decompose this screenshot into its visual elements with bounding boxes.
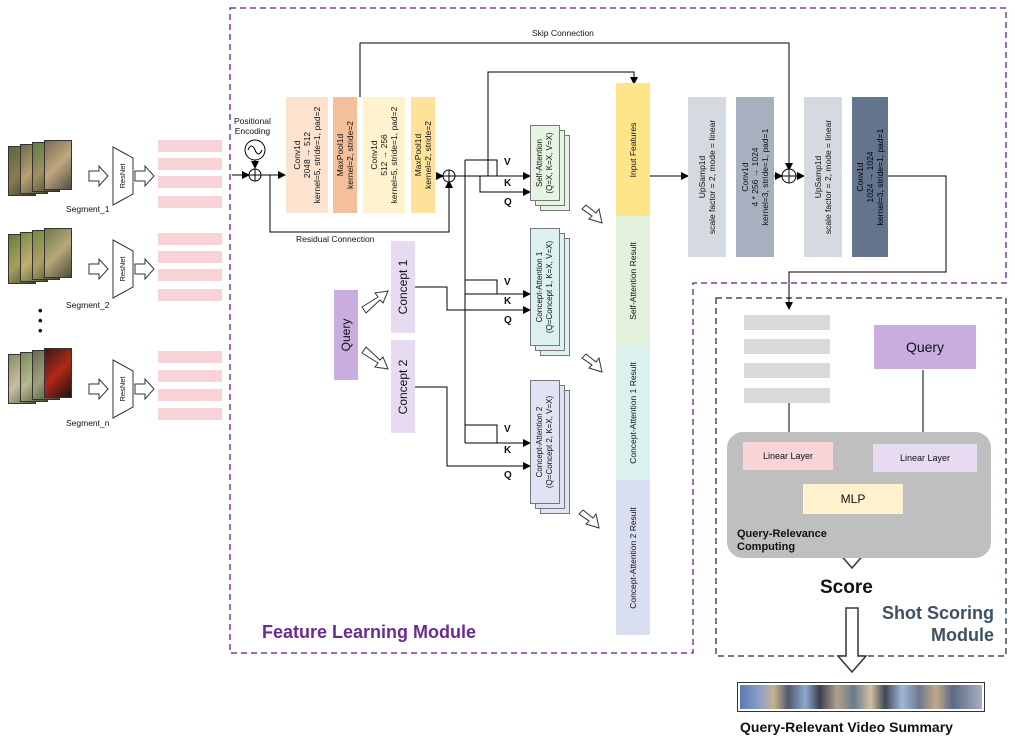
video-summary-caption: Query-Relevant Video Summary [740,719,953,735]
input-features-block: Input Features [616,83,650,216]
video-summary-strip [737,682,985,712]
segment-2-label: Segment_2 [66,300,110,310]
segment-1-resnet-label: ResNet [118,163,127,189]
q-label-concept2: Q [504,470,512,481]
feature-learning-module-border [229,7,1007,654]
q-label-concept1: Q [504,315,512,326]
concept-attention-1-block: Concept-Attention 1(Q=Concept 1, K=X, V=… [530,228,560,346]
feature-learning-module-title: Feature Learning Module [262,622,477,642]
query-block: Query [334,290,358,380]
segment-2-resnet-label: ResNet [118,256,127,282]
v-label-self: V [504,157,511,168]
self-attention-result-block: Self-Attention Result [616,216,650,346]
concept-attention-2-result-block: Concept-Attention 2 Result [616,480,650,635]
segment-2-resnet: ResNet [112,239,134,299]
segment-1-label: Segment_1 [66,204,110,214]
v-label-concept2: V [504,424,511,435]
k-label-concept2: K [504,445,512,456]
segment-1-resnet: ResNet [112,146,134,206]
segment-2-frames [8,228,74,286]
segment-n-resnet-label: ResNet [118,376,127,402]
query-relevance-label: Query-Relevance Computing [737,528,827,553]
ellipsis-dots: • • • [38,303,43,338]
v-label-concept1: V [504,277,511,288]
q-label-self: Q [504,197,512,208]
concept-1-block: Concept 1 [391,241,415,333]
residual-connection-label: Residual Connection [296,234,375,244]
concept-2-block: Concept 2 [391,340,415,433]
self-attention-block: Self-Attention(Q=X, K=X, V=X) [530,125,560,201]
positional-encoding-label: Positional Encoding [234,116,271,136]
scoring-query-block: Query [874,325,976,369]
linear-layer-left: Linear Layer [743,442,833,470]
mlp-block: MLP [803,484,903,514]
skip-connection-label: Skip Connection [532,28,594,38]
concept-attention-1-result-block: Concept-Attention 1 Result [616,346,650,480]
segment-n-label: Segment_n [66,418,110,428]
k-label-self: K [504,178,512,189]
linear-layer-right: Linear Layer [873,444,977,472]
concept-attention-2-block: Concept-Attention 2(Q=Concept 2, K=X, V=… [530,380,560,504]
score-label: Score [820,577,873,598]
shot-scoring-module-title: Shot Scoring Module [882,603,994,645]
segment-n-resnet: ResNet [112,359,134,419]
segment-1-frames [8,140,74,198]
k-label-concept1: K [504,296,512,307]
segment-n-frames [8,348,74,406]
